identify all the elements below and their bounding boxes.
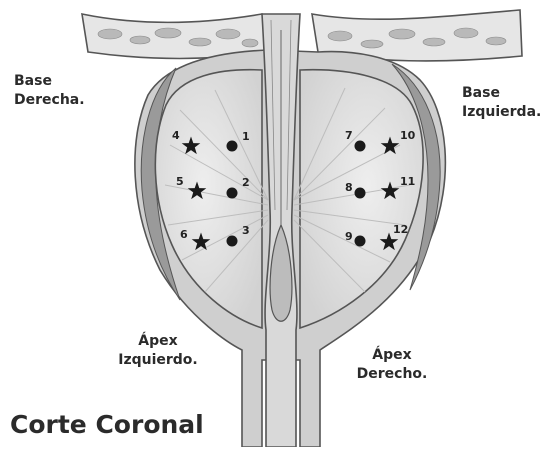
label-line: Derecho.	[342, 365, 442, 384]
dot-marker-3	[227, 236, 238, 247]
label-line: Ápex	[342, 346, 442, 365]
label-line: Ápex	[108, 332, 208, 351]
label-line: Base	[14, 72, 85, 91]
marker-number: 10	[400, 129, 416, 142]
marker-number: 11	[400, 175, 415, 188]
marker-number: 9	[345, 230, 353, 243]
dot-marker-1	[227, 141, 238, 152]
dot-marker-7	[355, 141, 366, 152]
marker-number: 3	[242, 224, 250, 237]
label-base-right: Base Derecha.	[14, 72, 85, 110]
label-line: Izquierdo.	[108, 351, 208, 370]
label-line: Base	[462, 84, 541, 103]
marker-number: 12	[393, 223, 408, 236]
dot-marker-2	[227, 188, 238, 199]
marker-number: 7	[345, 129, 353, 142]
label-apex-left: Ápex Izquierdo.	[108, 332, 208, 370]
left-lobe	[155, 70, 262, 328]
marker-number: 2	[242, 176, 250, 189]
section-title: Corte Coronal	[10, 410, 204, 439]
marker-number: 4	[172, 129, 180, 142]
dot-marker-9	[355, 236, 366, 247]
marker-number: 5	[176, 175, 184, 188]
label-line: Derecha.	[14, 91, 85, 110]
marker-number: 1	[242, 130, 250, 143]
marker-number: 6	[180, 228, 188, 241]
dot-marker-8	[355, 188, 366, 199]
right-lobe	[300, 70, 423, 328]
label-base-left: Base Izquierda.	[462, 84, 541, 122]
label-apex-right: Ápex Derecho.	[342, 346, 442, 384]
marker-number: 8	[345, 181, 353, 194]
label-line: Izquierda.	[462, 103, 541, 122]
